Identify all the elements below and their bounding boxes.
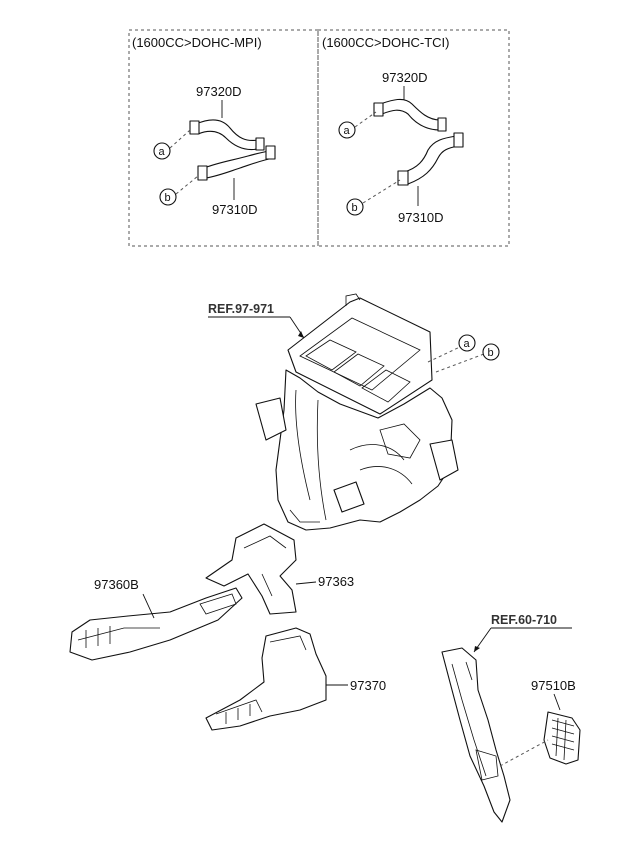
- hose-upper-tci: [379, 98, 441, 131]
- hose-upper-mpi: [195, 119, 263, 151]
- hose-clamp: [373, 102, 384, 117]
- duct-left-body: [69, 587, 243, 661]
- duct-left: 97360B: [69, 577, 243, 661]
- duct-rear: 97370: [205, 627, 386, 731]
- svg-text:a: a: [159, 146, 166, 158]
- svg-text:b: b: [165, 192, 171, 204]
- part-label-hose-upper-mpi: 97320D: [196, 84, 242, 99]
- callout-b-tci: [346, 198, 364, 216]
- callout-a-main: [458, 334, 476, 352]
- duct-connector-body: [205, 523, 297, 615]
- hvac-drain: [333, 481, 365, 513]
- trim-panel: [441, 647, 511, 823]
- hose-clamp: [397, 170, 409, 186]
- hose-clamp: [189, 120, 200, 135]
- part-label-duct-left: 97360B: [94, 577, 139, 592]
- svg-text:a: a: [464, 338, 471, 350]
- variant-header-mpi: (1600CC>DOHC-MPI): [132, 35, 262, 50]
- variant-header-tci: (1600CC>DOHC-TCI): [322, 35, 450, 50]
- duct-rear-body: [205, 627, 327, 731]
- variant-box-tci: (1600CC>DOHC-TCI): [317, 29, 510, 247]
- svg-text:a: a: [344, 125, 351, 137]
- part-label-vent-grille: 97510B: [531, 678, 576, 693]
- hose-group-tci: 97320D 97310D a b: [338, 70, 464, 225]
- svg-text:b: b: [488, 347, 494, 359]
- part-label-hose-upper-tci: 97320D: [382, 70, 428, 85]
- hose-clamp: [255, 137, 265, 151]
- svg-text:b: b: [352, 202, 358, 214]
- hose-clamp: [453, 132, 464, 148]
- trim-assembly: REF.60-710 97510B: [441, 613, 581, 823]
- part-label-hose-lower-tci: 97310D: [398, 210, 444, 225]
- hose-lower-mpi: [203, 149, 275, 179]
- vent-grille: [543, 711, 581, 765]
- callout-a-mpi: [153, 142, 171, 160]
- variant-box-mpi: (1600CC>DOHC-MPI): [128, 29, 319, 247]
- part-label-duct-connector: 97363: [318, 574, 354, 589]
- ref-label-hvac: REF.97-971: [208, 302, 274, 316]
- hvac-top-housing: [287, 297, 433, 415]
- part-label-hose-lower-mpi: 97310D: [212, 202, 258, 217]
- hvac-side-flange: [255, 397, 287, 441]
- hvac-assembly: REF.97-971 a b: [208, 293, 500, 531]
- part-label-duct-rear: 97370: [350, 678, 386, 693]
- callout-b-main: [482, 343, 500, 361]
- callout-b-mpi: [159, 188, 177, 206]
- duct-connector: 97363: [205, 523, 354, 615]
- hose-lower-tci: [403, 135, 459, 185]
- hose-clamp: [437, 117, 447, 132]
- hose-clamp: [197, 165, 208, 181]
- hvac-side-flange: [429, 439, 459, 481]
- hvac-main-body: [275, 369, 453, 531]
- hose-clamp: [265, 145, 276, 160]
- hose-group-mpi: 97320D 97310D a b: [153, 84, 276, 217]
- ref-label-trim: REF.60-710: [491, 613, 557, 627]
- callout-a-tci: [338, 121, 356, 139]
